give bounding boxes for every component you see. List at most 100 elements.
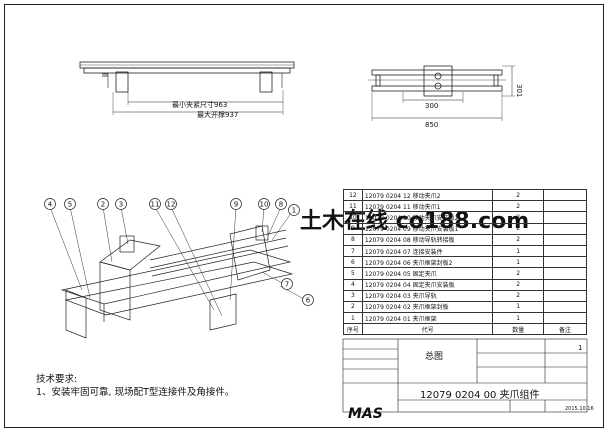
balloon-label: 8: [279, 201, 283, 209]
bom-cell-code: 12079 0204 06 夹爪框架封板2: [361, 256, 494, 269]
title-block: [342, 338, 588, 413]
bom-cell-no: 9: [343, 222, 363, 235]
bom-cell-no: 6: [343, 256, 363, 269]
notes-heading: 技术要求:: [36, 374, 78, 385]
bom-cell-no: 10: [343, 211, 363, 224]
bom-cell-code: 12079 0204 05 固定夹爪: [361, 267, 494, 280]
bom-cell-remark: [542, 222, 588, 235]
bom-header-remark: 备注: [542, 323, 588, 336]
bom-cell-qty: 1: [492, 256, 544, 269]
bom-header-qty: 数量: [492, 323, 544, 336]
bom-cell-no: 7: [343, 244, 363, 258]
balloon-label: 11: [151, 201, 160, 209]
bom-cell-code: 12079 0204 04 固定夹爪安装板: [361, 278, 494, 291]
front-view: [79, 61, 295, 115]
bom-cell-code: 12079 0204 12 移动夹爪2: [361, 188, 494, 202]
bom-cell-qty: 1: [492, 312, 544, 325]
bom-cell-no: 2: [343, 300, 363, 314]
bom-cell-remark: [542, 267, 588, 280]
technical-notes: 技术要求: 1、安装牢固可靠, 现场配T型连接件及角接件。: [36, 373, 234, 399]
bom-cell-no: 8: [343, 233, 363, 246]
notes-line-1: 1、安装牢固可靠, 现场配T型连接件及角接件。: [36, 387, 235, 398]
bom-cell-remark: [542, 200, 588, 213]
bom-cell-no: 3: [343, 289, 363, 302]
bom-cell-qty: 1: [492, 244, 544, 258]
balloon-label: 4: [48, 201, 53, 209]
bom-cell-remark: [542, 211, 588, 224]
balloon-label: 10: [260, 201, 269, 209]
bom-cell-no: 5: [343, 267, 363, 280]
bom-cell-code: 12079 0204 01 夹爪框架: [361, 312, 494, 325]
balloon-circle: [149, 198, 161, 210]
bom-header-no: 序号: [343, 323, 363, 336]
bom-cell-remark: [542, 300, 588, 314]
bom-cell-no: 4: [343, 278, 363, 291]
bom-cell-code: 12079 0204 10 移动夹爪安装板2: [361, 211, 494, 224]
balloon-circle: [44, 198, 56, 210]
bom-cell-remark: [542, 278, 588, 291]
balloon-leaders: [49, 206, 307, 317]
bom-cell-code: 12079 0204 07 连接安装件: [361, 244, 494, 258]
bom-header-row: 序号代号数量备注: [343, 323, 588, 336]
bom-cell-qty: 2: [492, 289, 544, 302]
bom-cell-remark: [542, 233, 588, 246]
bom-cell-qty: 2: [492, 233, 544, 246]
balloon-label: 1: [292, 207, 296, 215]
bom-header-code: 代号: [361, 323, 494, 336]
balloon-circle: [288, 204, 300, 216]
isometric-view: [60, 225, 294, 339]
balloon-circle: [97, 198, 109, 210]
balloon-label: 7: [285, 281, 289, 289]
drawing-sheet: [4, 4, 604, 428]
tb-subtitle: 总图: [425, 352, 444, 362]
bom-cell-qty: 2: [492, 267, 544, 280]
tb-date: 2015.10.16: [565, 406, 594, 412]
balloon-circle: [230, 198, 242, 210]
dim-side-overall: 850: [425, 121, 438, 129]
balloon-label: 5: [68, 201, 72, 209]
dim-side-inner: 300: [425, 102, 438, 110]
dim-min-width: 最小夹紧尺寸963: [172, 100, 227, 109]
balloon-circle: [302, 294, 314, 306]
bom-cell-no: 12: [343, 188, 363, 202]
bom-cell-no: 1: [343, 312, 363, 325]
bom-cell-qty: 2: [492, 222, 544, 235]
bom-cell-qty: 1: [492, 300, 544, 314]
bom-cell-code: 12079 0204 03 夹爪导轨: [361, 289, 494, 302]
bom-cell-remark: [542, 289, 588, 302]
bom-cell-remark: [542, 256, 588, 269]
bom-cell-remark: [542, 244, 588, 258]
bom-cell-code: 12079 0204 11 移动夹爪1: [361, 200, 494, 213]
balloon-circle: [275, 198, 287, 210]
bom-cell-remark: [542, 188, 588, 202]
bom-cell-no: 11: [343, 200, 363, 213]
bom-cell-code: 12079 0204 02 夹爪框架封板: [361, 300, 494, 314]
balloon-label: 9: [234, 201, 238, 209]
bom-cell-code: 12079 0204 09 移动夹爪安装板1: [361, 222, 494, 235]
bom-cell-qty: 2: [492, 278, 544, 291]
bom-cell-remark: [542, 312, 588, 325]
balloon-circle: [64, 198, 76, 210]
bom-cell-qty: 2: [492, 200, 544, 213]
tb-drawing-title: 12079 0204 00 夹爪组件: [420, 390, 540, 401]
balloon-label: 6: [306, 297, 311, 305]
dim-side-height: 301: [515, 84, 523, 97]
bom-cell-qty: 2: [492, 211, 544, 224]
side-view: [368, 65, 515, 121]
bom-cell-qty: 2: [492, 188, 544, 202]
balloon-label: 2: [101, 201, 105, 209]
tb-scale: 1: [578, 344, 582, 352]
